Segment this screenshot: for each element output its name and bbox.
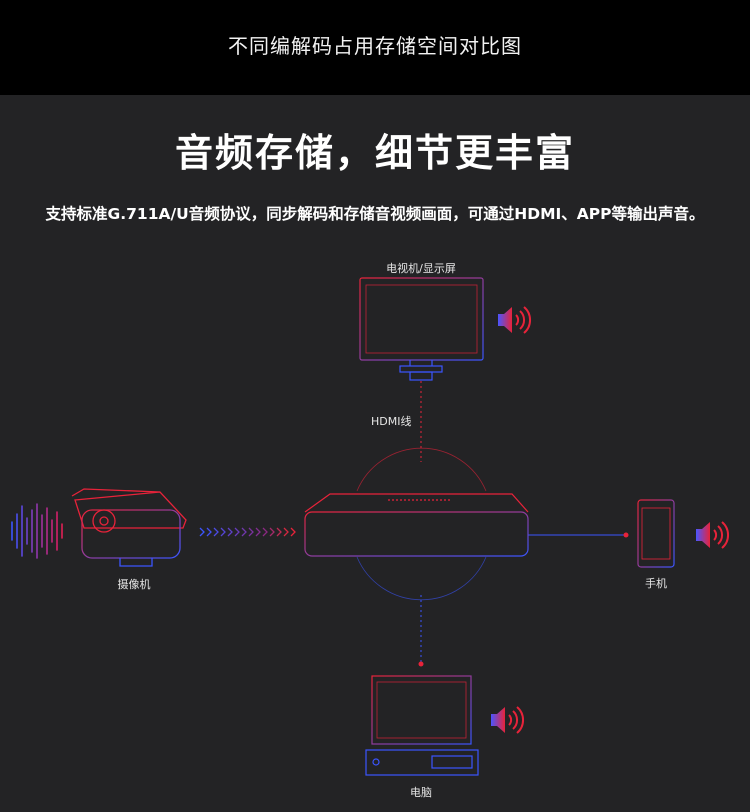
nvr-icon [304,493,529,557]
hdmi-cable-label: HDMI线 [371,415,412,428]
pc-label: 电脑 [410,786,432,799]
phone-icon [637,499,675,568]
monitor-icon [359,277,484,381]
speaker-icon [498,306,531,334]
tv-label: 电视机/显示屏 [386,262,456,275]
speaker-icon [696,521,729,549]
speaker-icon [491,706,524,734]
sound-wave-icon [11,503,63,559]
top-banner: 不同编解码占用存储空间对比图 [0,0,750,95]
phone-label: 手机 [645,577,667,590]
camera-icon [71,488,187,567]
page-headline: 音频存储，细节更丰富 [174,131,575,175]
banner-title: 不同编解码占用存储空间对比图 [228,34,522,58]
computer-icon [365,675,479,776]
stream-arrows [199,527,296,537]
page-subline: 支持标准G.711A/U音频协议，同步解码和存储音视频画面，可通过HDMI、AP… [45,205,705,223]
nvr-halo [356,447,487,601]
camera-label: 摄像机 [117,578,151,591]
